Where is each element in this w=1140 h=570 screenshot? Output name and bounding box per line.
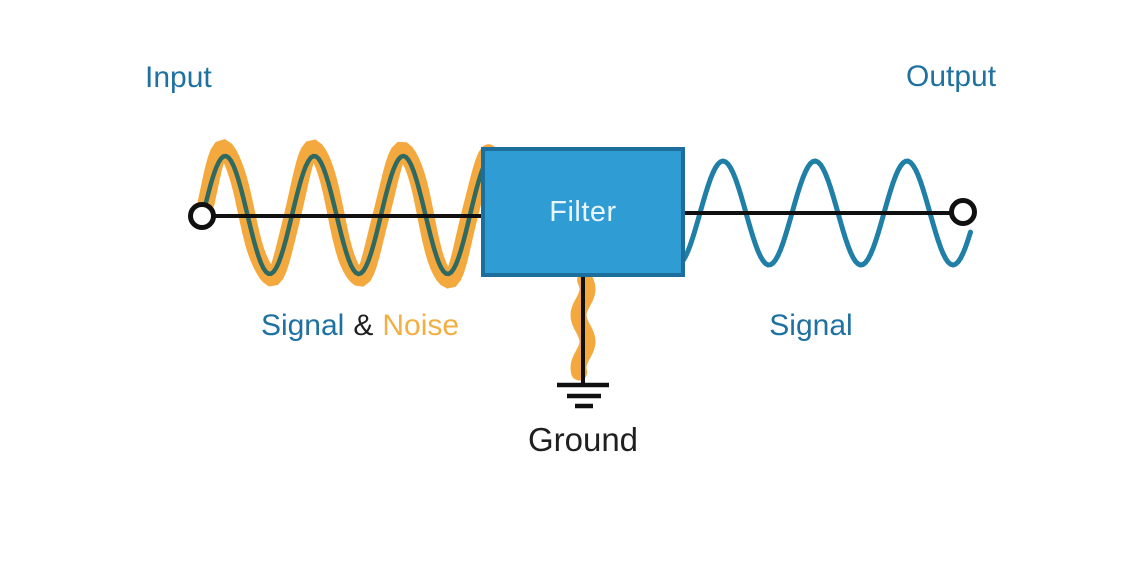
input-signal-wave: [203, 153, 491, 277]
output-signal-wave: [680, 158, 973, 268]
filter-box: [481, 147, 685, 277]
signal-and-noise-caption: Signal&Noise: [220, 309, 500, 343]
output-label: Output: [906, 60, 997, 93]
input-label: Input: [145, 61, 212, 94]
input-terminal-icon: [188, 202, 216, 230]
ground-symbol-icon: [557, 382, 609, 409]
ground-label: Ground: [527, 421, 639, 458]
filter-label: Filter: [549, 195, 617, 228]
caption-ampersand: &: [353, 309, 374, 342]
signal-caption: Signal: [769, 309, 853, 342]
output-terminal-icon: [949, 198, 977, 226]
caption-noise-word: Noise: [382, 309, 460, 342]
caption-signal-word: Signal: [260, 309, 345, 342]
